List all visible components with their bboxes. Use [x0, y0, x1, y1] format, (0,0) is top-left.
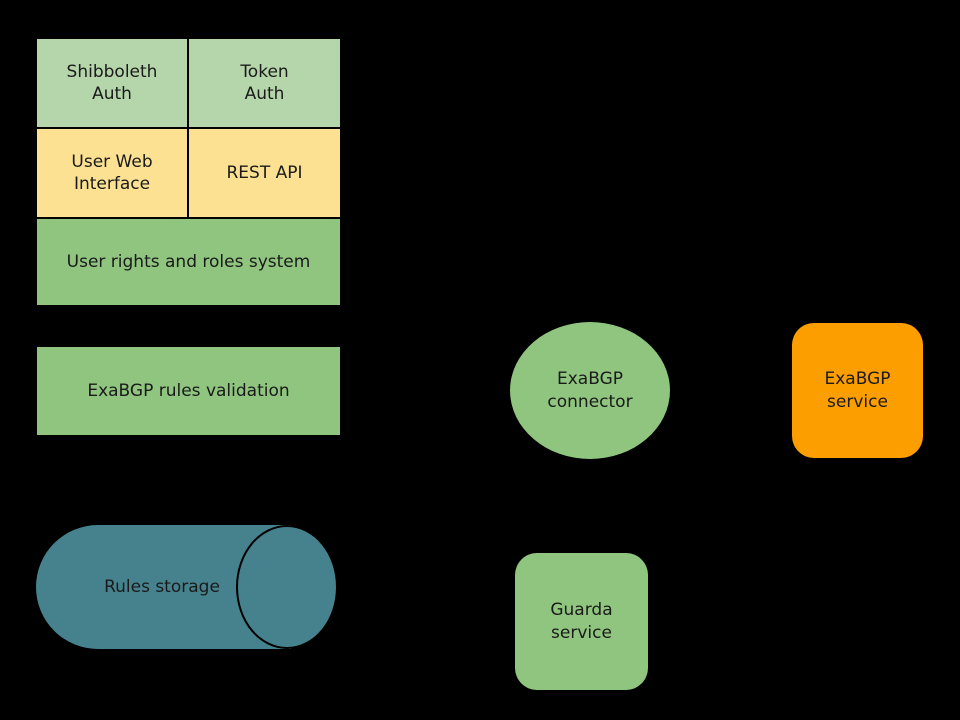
- node-shibboleth-auth-label: Shibboleth Auth: [66, 61, 158, 104]
- node-exabgp-connector: ExaBGP connector: [510, 322, 670, 459]
- node-exabgp-service-label: ExaBGP service: [824, 369, 891, 412]
- node-exabgp-service: ExaBGP service: [792, 323, 923, 458]
- node-user-rights-system: User rights and roles system: [37, 219, 340, 305]
- node-user-web-interface-label: User Web Interface: [71, 151, 153, 194]
- node-exabgp-rules-validation: ExaBGP rules validation: [37, 347, 340, 435]
- auth-stack-table: Shibboleth Auth Token Auth User Web Inte…: [37, 39, 340, 305]
- node-guarda-service: Guarda service: [515, 553, 648, 690]
- node-shibboleth-auth: Shibboleth Auth: [37, 39, 187, 127]
- node-rest-api: REST API: [189, 129, 340, 217]
- node-rules-storage: Rules storage: [36, 525, 340, 649]
- node-user-web-interface: User Web Interface: [37, 129, 187, 217]
- node-guarda-service-label: Guarda service: [550, 600, 613, 643]
- node-rest-api-label: REST API: [226, 162, 303, 183]
- node-token-auth-label: Token Auth: [240, 61, 289, 104]
- cylinder-end-ellipse: [236, 525, 338, 649]
- node-exabgp-rules-validation-label: ExaBGP rules validation: [87, 380, 290, 401]
- node-exabgp-connector-label: ExaBGP connector: [547, 369, 633, 412]
- node-rules-storage-label: Rules storage: [104, 576, 220, 597]
- node-user-rights-system-label: User rights and roles system: [66, 251, 311, 272]
- node-token-auth: Token Auth: [189, 39, 340, 127]
